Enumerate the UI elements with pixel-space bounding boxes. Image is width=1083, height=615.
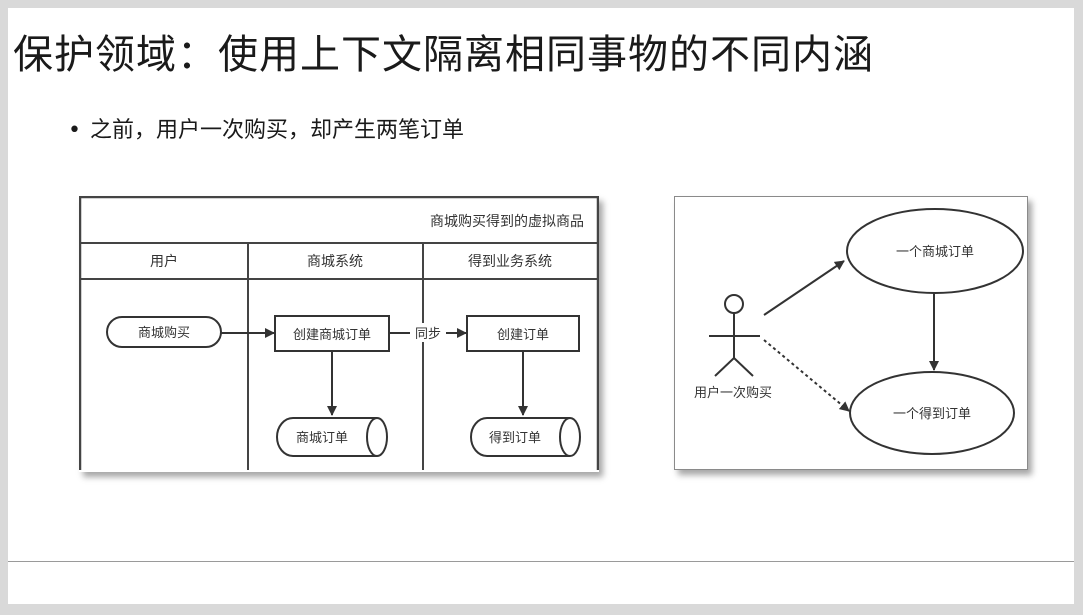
slide: 保护领域：使用上下文隔离相同事物的不同内涵 • 之前，用户一次购买，却产生两笔订单… <box>8 8 1074 604</box>
swimlane-header: 商城购买得到的虚拟商品 <box>430 213 584 230</box>
arrow-actor-to-mall <box>763 260 845 316</box>
usecase-mall-order: 一个商城订单 <box>846 208 1024 294</box>
swimlane-diagram: 商城购买得到的虚拟商品 用户 商城系统 得到业务系统 商城购买 创建商城订单 创… <box>79 196 599 472</box>
sync-label: 同步 <box>415 327 441 342</box>
datastore-dedao-order-label: 得到订单 <box>489 430 541 446</box>
actor-label: 用户一次购买 <box>694 385 772 401</box>
lane-user: 用户 <box>150 253 178 270</box>
node-create-mall-order-label: 创建商城订单 <box>293 328 371 343</box>
swimlane-frame <box>79 196 599 470</box>
footer-divider <box>8 561 1074 562</box>
node-create-order-label: 创建订单 <box>497 328 549 343</box>
bullet-item: • 之前，用户一次购买，却产生两笔订单 <box>68 112 464 144</box>
usecase-dedao-order: 一个得到订单 <box>849 371 1015 455</box>
usecase-mall-order-label: 一个商城订单 <box>896 245 974 260</box>
actor-figure <box>709 294 760 377</box>
page-title: 保护领域：使用上下文隔离相同事物的不同内涵 <box>13 32 874 78</box>
node-purchase-label: 商城购买 <box>138 325 190 341</box>
node-create-order: 创建订单 <box>466 315 580 352</box>
arrow-actor-to-dedao <box>763 339 850 412</box>
lane-mall-system: 商城系统 <box>307 254 363 270</box>
lane-dedao-system: 得到业务系统 <box>468 253 552 270</box>
node-create-mall-order: 创建商城订单 <box>274 315 390 352</box>
datastore-mall-order: 商城订单 <box>276 417 388 457</box>
node-purchase: 商城购买 <box>106 316 222 348</box>
datastore-mall-order-label: 商城订单 <box>296 431 348 446</box>
datastore-dedao-order: 得到订单 <box>470 417 581 457</box>
usecase-dedao-order-label: 一个得到订单 <box>893 406 971 422</box>
usecase-diagram: 用户一次购买 一个商城订单 一个得到订单 <box>674 196 1028 470</box>
bullet-text: 之前，用户一次购买，却产生两笔订单 <box>90 118 465 143</box>
bullet-dot: • <box>68 118 81 143</box>
